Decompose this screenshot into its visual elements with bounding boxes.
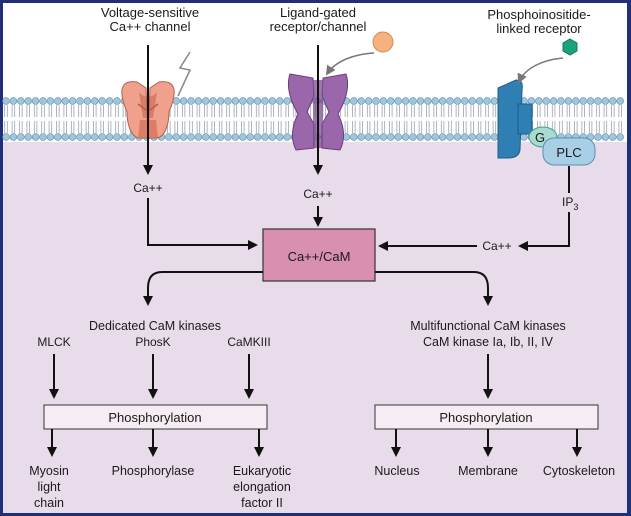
ca-cam-label: Ca++/CaM [288,249,351,264]
target-elongation-line-1: Eukaryotic [233,464,291,478]
target-membrane: Membrane [458,464,518,478]
target-myosin-line-2: light [38,480,61,494]
voltage-channel-label-line-1: Voltage-sensitive [101,5,199,20]
hexagon-binding-arrow [517,57,564,84]
phosphorylation-left-box [43,404,268,430]
target-phosphorylase: Phosphorylase [112,464,195,478]
voltage-sensitive-channel [121,81,175,139]
target-nucleus: Nucleus [374,464,419,478]
kinase-camkiii-label: CaMKIII [227,335,270,349]
kinase-mlck-label: MLCK [37,335,70,349]
left-to-cam-arrow [147,198,258,250]
cam-to-multifunctional-arrow [375,271,493,306]
plc-enzyme [542,137,596,166]
ca-right-label: Ca++ [482,239,511,253]
voltage-channel-label-line-2: Ca++ channel [110,19,191,34]
target-elongation-line-2: elongation [233,480,291,494]
ligand-binding-arrow [325,52,375,76]
ca-left-label: Ca++ [133,181,162,195]
phosphoinositide-receptor [497,79,533,159]
ip3-to-ca-arrow [518,212,570,251]
hexagon-ligand-icon [562,38,578,56]
voltage-bolt-icon [177,51,192,97]
phospho-receptor-label-line-2: linked receptor [496,21,582,36]
kinase-phosk-label: PhosK [135,335,170,349]
target-elongation-line-3: factor II [241,496,283,510]
phospho-receptor-label-line-1: Phosphoinositide- [487,7,590,22]
ligand-channel-label-line-1: Ligand-gated [280,5,356,20]
target-cytoskeleton: Cytoskeleton [543,464,615,478]
phosphorylation-left-label: Phosphorylation [108,410,201,425]
phosphorylation-right-box [374,404,599,430]
phosphorylation-right-label: Phosphorylation [439,410,532,425]
ca-cam-complex-box [262,228,376,282]
multifunctional-kinases-label-line-1: Multifunctional CaM kinases [410,319,566,333]
target-myosin-line-3: chain [34,496,64,510]
target-myosin-line-1: Myosin [29,464,69,478]
ip3-label: IP3 [562,195,578,212]
ligand-circle-icon [372,31,394,53]
ligand-channel-label-line-2: receptor/channel [270,19,367,34]
cam-to-dedicated-arrow [143,271,263,306]
plc-label: PLC [556,145,581,160]
dedicated-kinases-label: Dedicated CaM kinases [89,319,221,333]
ca-mid-label: Ca++ [303,187,332,201]
multifunctional-kinases-label-line-2: CaM kinase Ia, Ib, II, IV [423,335,554,349]
